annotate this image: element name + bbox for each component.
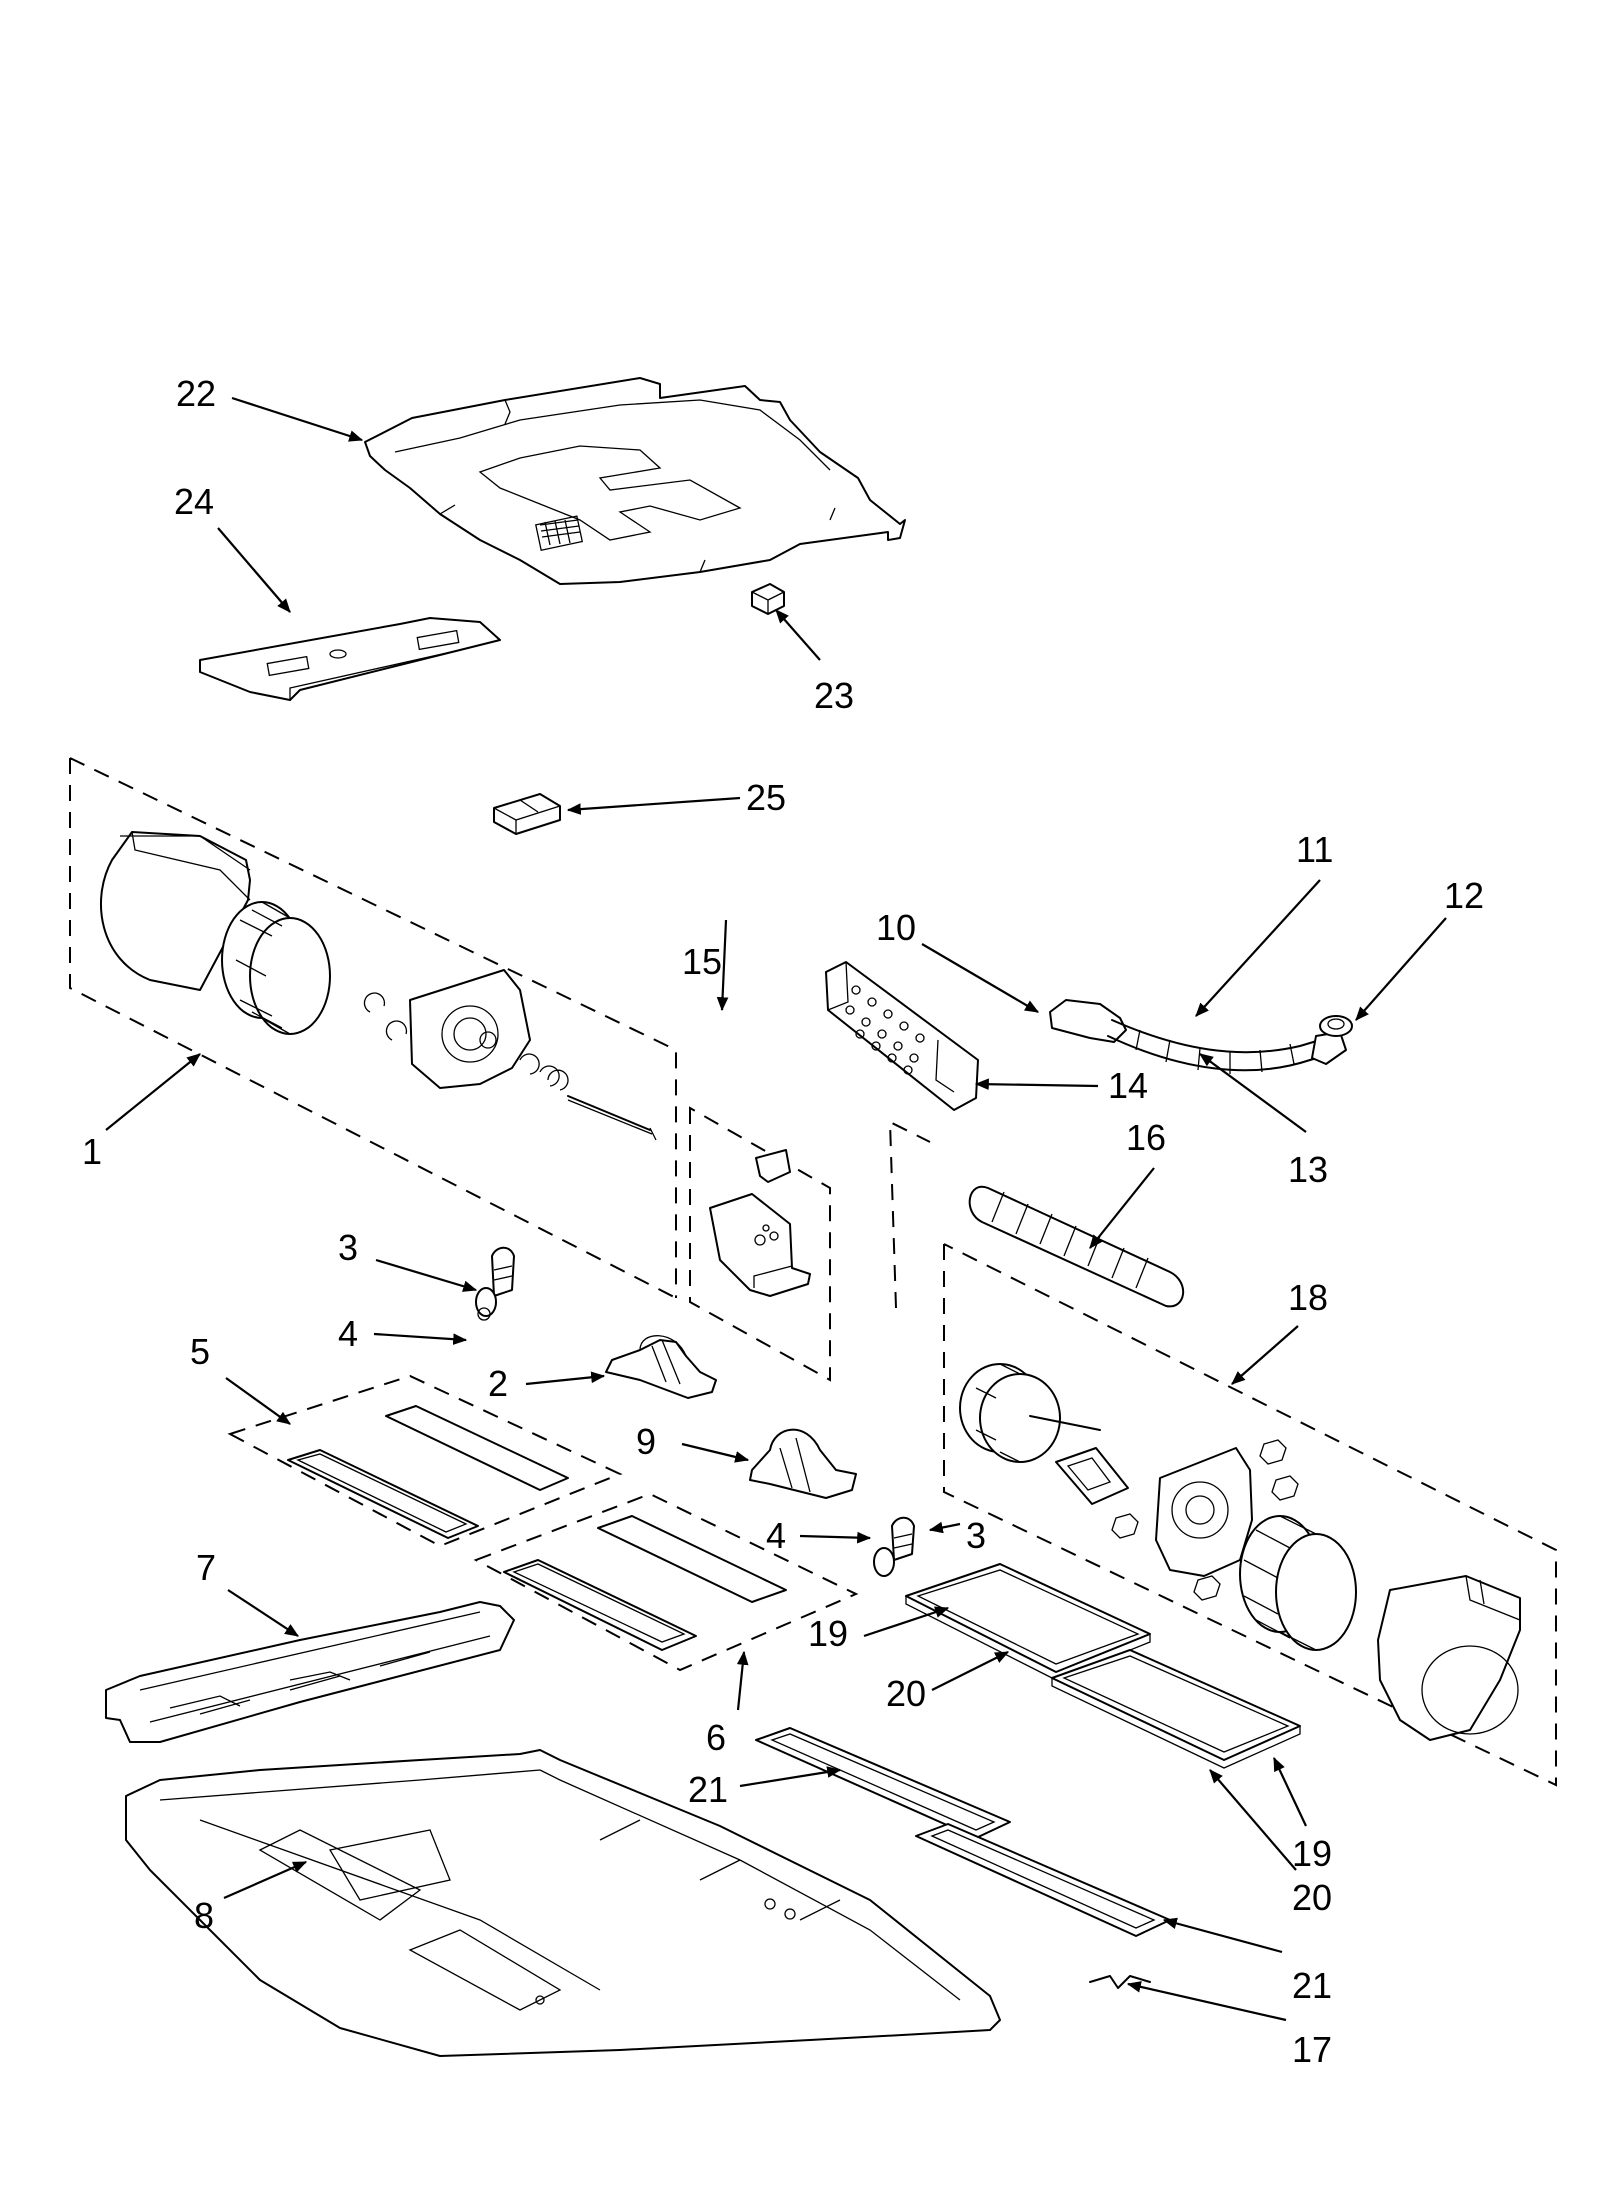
callout-9: 9	[636, 1421, 656, 1462]
part-8-bottom-tray	[125, 1749, 1001, 2057]
callout-15: 15	[682, 941, 722, 982]
callout-6: 6	[706, 1717, 726, 1758]
assembly-18-boundary	[943, 1243, 1557, 1787]
grille-holes	[845, 985, 925, 1075]
part-17-clip	[1089, 1975, 1151, 1989]
callout-8: 8	[194, 1895, 214, 1936]
callout-18: 18	[1288, 1277, 1328, 1318]
callout-21-lower: 21	[1292, 1965, 1332, 2006]
part-5-lens-frame	[287, 1405, 569, 1539]
part-3-4-lamp-right	[873, 1516, 915, 1577]
part-9-lamp-housing	[749, 1428, 857, 1499]
callout-20-lower: 20	[1292, 1877, 1332, 1918]
part-2-lamp-housing	[605, 1335, 717, 1399]
part-14-grille-plate	[825, 961, 979, 1111]
callout-12: 12	[1444, 875, 1484, 916]
part-25-block	[493, 793, 561, 835]
part-19-20-filter-lower	[1051, 1649, 1301, 1769]
callout-22: 22	[176, 373, 216, 414]
callout-19-lower: 19	[1292, 1833, 1332, 1874]
part-11-duct-harness	[1049, 999, 1353, 1074]
connector-line	[888, 1120, 931, 1309]
leader-lines	[105, 396, 1447, 2022]
callout-19-upper: 19	[808, 1613, 848, 1654]
callout-14: 14	[1108, 1065, 1148, 1106]
part-18-blower-motor	[959, 1363, 1521, 1741]
assembly-6-boundary	[473, 1492, 859, 1672]
callout-3-left: 3	[338, 1227, 358, 1268]
part-22-top-plate	[364, 377, 906, 585]
part-1-blower-housing	[100, 831, 657, 1141]
part-3-4-lamp-left	[475, 1246, 515, 1321]
part-21-filter-frame-upper	[755, 1727, 1011, 1839]
callout-5: 5	[190, 1331, 210, 1372]
callout-11: 11	[1296, 829, 1333, 870]
callout-23: 23	[814, 675, 854, 716]
callout-21-upper: 21	[688, 1769, 728, 1810]
callout-4-right: 4	[766, 1515, 786, 1556]
callout-16: 16	[1126, 1117, 1166, 1158]
part-23-clip	[751, 583, 785, 615]
callout-24: 24	[174, 481, 214, 522]
callout-4-left: 4	[338, 1313, 358, 1354]
part-21-filter-frame-lower	[915, 1823, 1171, 1937]
part-7-rail	[105, 1601, 515, 1743]
callout-17: 17	[1292, 2029, 1332, 2070]
callout-1: 1	[82, 1131, 102, 1172]
callout-25: 25	[746, 777, 786, 818]
part-15-bracket	[709, 1149, 811, 1297]
callout-10: 10	[876, 907, 916, 948]
callout-20-upper: 20	[886, 1673, 926, 1714]
callout-labels: 22 24 23 25 1 3 4 2 5 9 4 3 6 7 8 15 10 …	[82, 373, 1484, 2070]
callout-3-right: 3	[966, 1515, 986, 1556]
assembly-1-boundary	[69, 757, 677, 1299]
callout-13: 13	[1288, 1149, 1328, 1190]
callout-2: 2	[488, 1363, 508, 1404]
part-16-spiral-tube	[968, 1185, 1185, 1308]
assembly-5-boundary	[227, 1374, 623, 1548]
part-24-shield-plate	[199, 617, 501, 701]
part-6-lens-frame	[503, 1515, 787, 1651]
callout-7: 7	[196, 1547, 216, 1588]
